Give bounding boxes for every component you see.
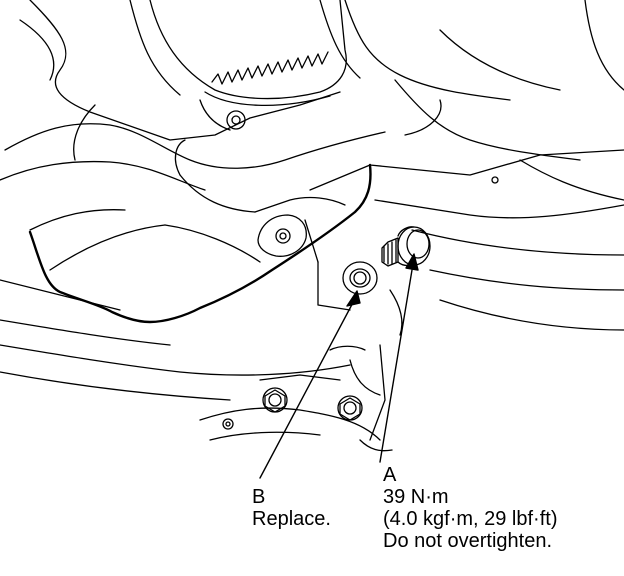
upper-housing (0, 0, 624, 201)
heat-shield (149, 0, 347, 131)
oil-pan-body (0, 149, 624, 401)
callout-b-note: Replace. (252, 508, 331, 530)
upper-bolts (226, 110, 499, 184)
callout-a-torque-alt: (4.0 kgf·m, 29 lbf·ft) (383, 508, 558, 530)
washer-b (342, 261, 378, 295)
callout-washer-b: B Replace. (252, 486, 331, 530)
callout-b-letter: B (252, 486, 266, 508)
lower-case (199, 344, 393, 452)
drain-plug-a (381, 226, 431, 267)
callout-a-torque: 39 N·m (383, 486, 449, 508)
mount-bracket (257, 214, 307, 257)
leader-arrows (259, 253, 419, 479)
callout-drain-plug-a: A 39 N·m (4.0 kgf·m, 29 lbf·ft) Do not o… (383, 464, 558, 552)
oil-pan-outline (28, 163, 372, 324)
callout-a-warning: Do not overtighten. (383, 530, 552, 552)
callout-a-letter: A (383, 464, 397, 486)
